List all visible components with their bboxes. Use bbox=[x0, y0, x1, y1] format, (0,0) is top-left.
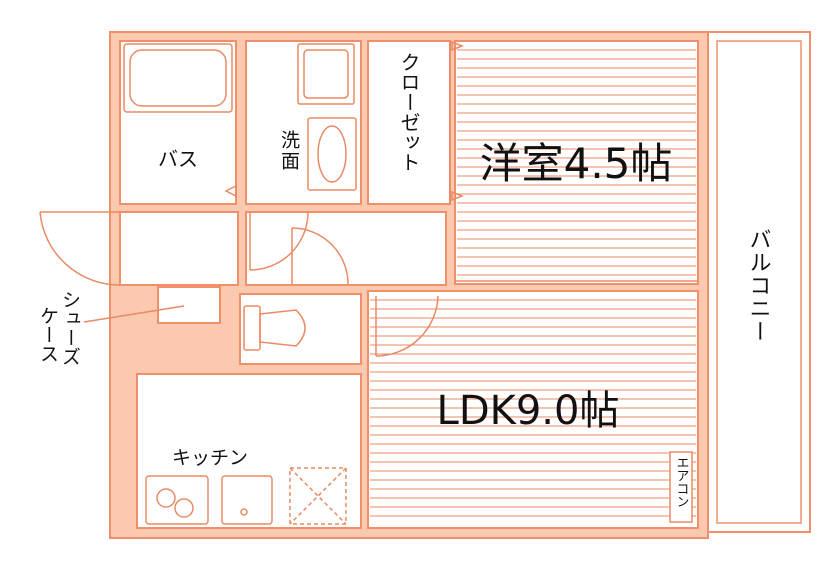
shoe-case-label-continued: ケース bbox=[37, 306, 59, 363]
balcony-label: バルコニー bbox=[746, 228, 771, 343]
air-conditioner-box bbox=[669, 451, 693, 523]
entrance-area bbox=[119, 211, 239, 286]
labels: 洋室4.5帖 LDK9.0帖 バス キッチン 洗面 クローゼット バルコニー エ… bbox=[158, 52, 771, 508]
shoe-case-label: シューズ bbox=[59, 290, 81, 366]
fridge-space bbox=[289, 467, 347, 525]
bathtub bbox=[123, 43, 233, 113]
flooring-lines bbox=[370, 49, 696, 517]
stove bbox=[145, 475, 209, 525]
fixtures bbox=[39, 40, 698, 525]
washroom-label: 洗面 bbox=[278, 130, 300, 172]
kitchen-area bbox=[136, 373, 362, 529]
wash-basin bbox=[297, 43, 357, 191]
shoe-case bbox=[157, 286, 221, 324]
balcony-inner bbox=[716, 40, 802, 524]
shoe-case-leader bbox=[83, 305, 185, 323]
kitchen-sink bbox=[221, 475, 273, 525]
kitchen-label: キッチン bbox=[172, 447, 248, 469]
air-conditioner-label: エアコン bbox=[674, 456, 689, 508]
balcony-area bbox=[707, 31, 811, 533]
ldk-label: LDK9.0帖 bbox=[437, 388, 620, 434]
bath-area bbox=[119, 40, 237, 205]
toilet-area bbox=[239, 293, 362, 365]
closet-label: クローゼット bbox=[397, 52, 421, 172]
closet-sliding-door bbox=[224, 40, 465, 204]
western-room-label: 洋室4.5帖 bbox=[480, 139, 673, 188]
shoe-case-label-group: シューズ ケース bbox=[37, 290, 81, 366]
western-room-area bbox=[454, 40, 699, 285]
toilet bbox=[243, 305, 306, 351]
door-swings bbox=[39, 211, 439, 357]
hallway-area bbox=[245, 211, 447, 286]
bath-label: バス bbox=[158, 147, 198, 171]
